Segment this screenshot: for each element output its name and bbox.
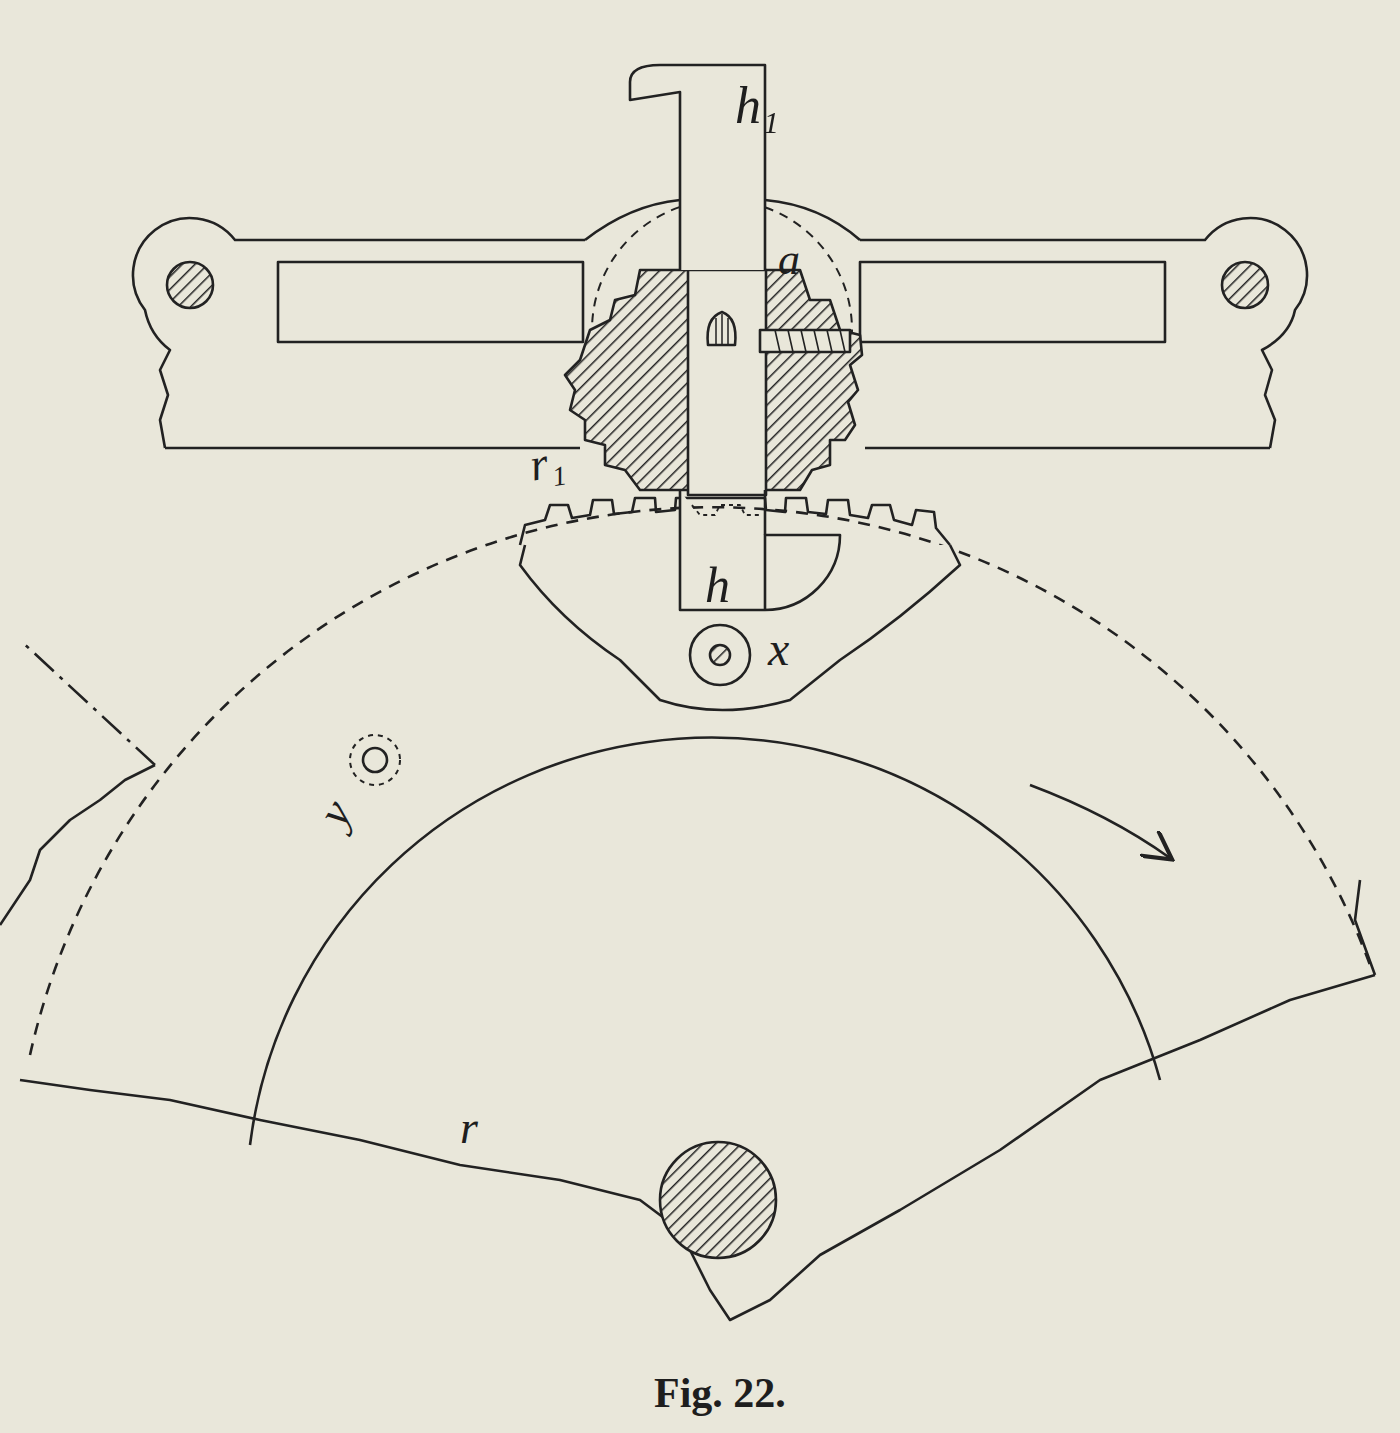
part-label: r [460, 1105, 478, 1151]
part-label: y [310, 793, 360, 834]
figure-caption: Fig. 22. [654, 1372, 786, 1414]
part-label: h [705, 560, 730, 610]
part-label: h₁ [735, 80, 779, 132]
part-label: a [778, 238, 800, 282]
part-label: x [768, 625, 789, 673]
part-label: r₁ [526, 437, 567, 488]
